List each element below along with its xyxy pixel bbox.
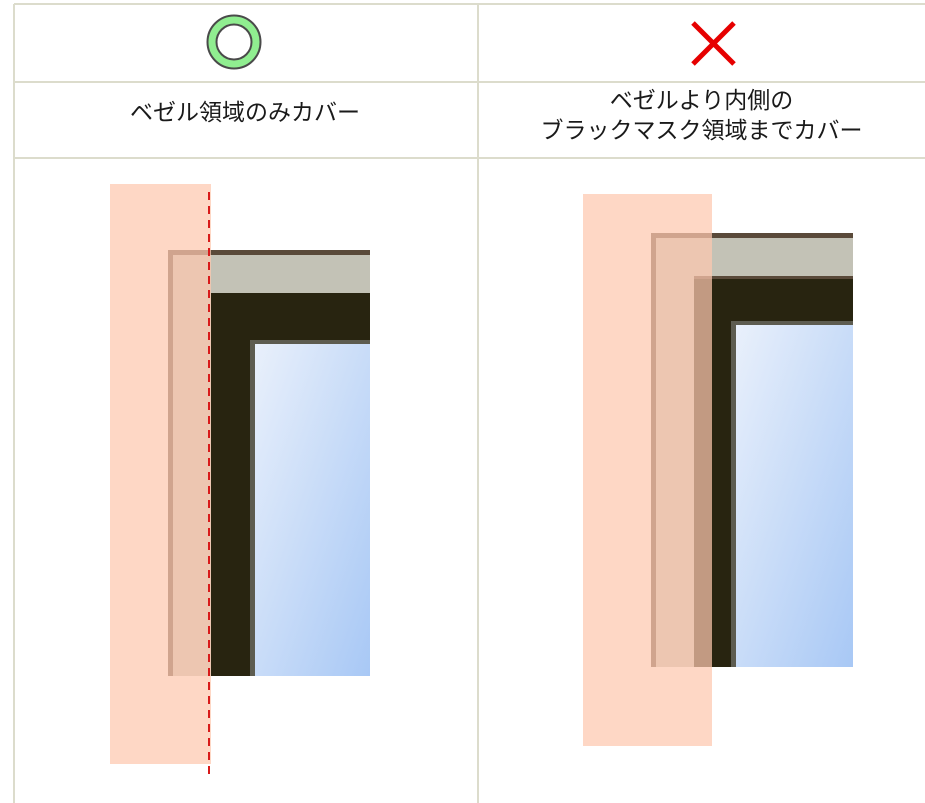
caption-inner-mask: ベゼルより内側の ブラックマスク領域までカバー xyxy=(478,86,925,146)
right-example xyxy=(583,194,853,746)
left-example xyxy=(110,184,370,776)
right-cover-tape xyxy=(583,194,712,746)
caption-inner-mask-line-2: ブラックマスク領域までカバー xyxy=(540,118,863,144)
left-screen xyxy=(255,344,370,676)
caption-bezel-only: ベゼル領域のみカバー xyxy=(14,98,476,128)
caption-inner-mask-line-1: ベゼルより内側の xyxy=(609,88,794,114)
bad-cross-icon xyxy=(691,21,736,66)
table-grid xyxy=(13,3,925,803)
right-screen xyxy=(736,325,853,667)
good-circle-icon-fill xyxy=(208,16,260,68)
caption-bezel-only-line-1: ベゼル領域のみカバー xyxy=(130,100,360,126)
left-cover-tape xyxy=(110,184,211,764)
